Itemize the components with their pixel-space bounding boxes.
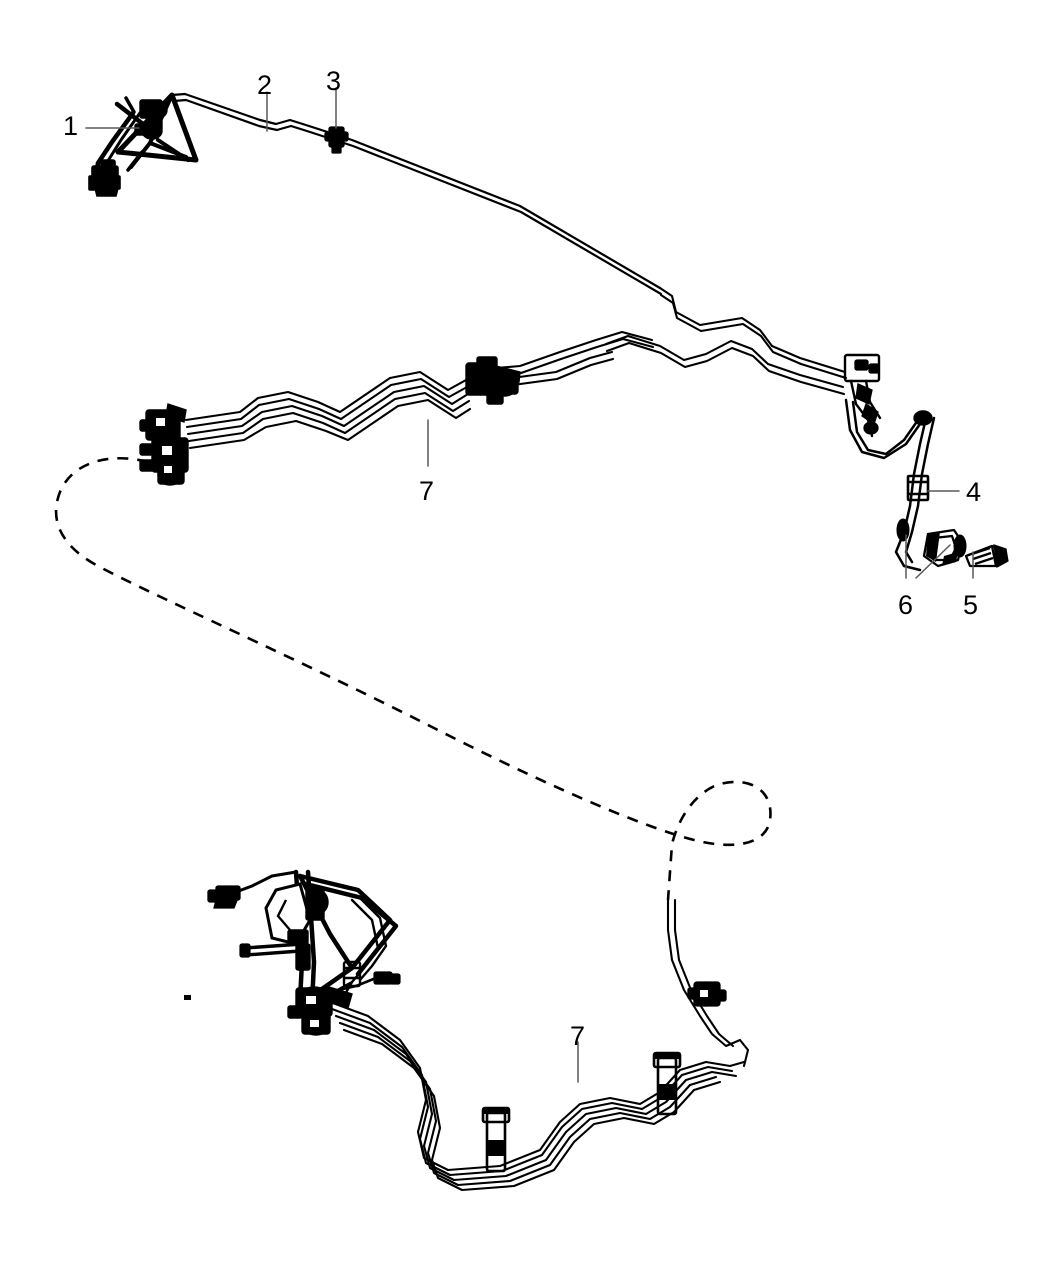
leader-6b (915, 544, 951, 579)
rear-hose-left-fitting (207, 885, 241, 909)
stray-detail-mark (184, 995, 191, 1000)
callout-label-1: 1 (63, 111, 79, 141)
callout-label-7-lower: 7 (570, 1021, 586, 1051)
callout-label-4: 4 (966, 477, 982, 507)
callout-label-2: 2 (257, 70, 273, 100)
banjo-fitting-shadow (926, 532, 958, 566)
rear-hose-pin-end (239, 943, 251, 958)
rear-junction-white-detail (306, 996, 319, 1027)
callout-label-7-upper: 7 (419, 476, 435, 506)
sealing-washer-right (953, 534, 967, 558)
rear-incoming-clip-white-detail (700, 990, 708, 997)
dashed-routing-path (54, 456, 772, 901)
front-brake-tube (170, 92, 663, 296)
rear-bundle-clip-left (481, 1106, 511, 1173)
front-hose-end-fitting (88, 159, 121, 197)
center-tube-clip-block (465, 356, 521, 405)
rear-bundle-clip-right-fill (654, 1053, 680, 1100)
rear-hose-stub-left (234, 870, 298, 894)
rear-hose-junction-fittings (854, 359, 880, 435)
callout-label-6: 6 (898, 590, 914, 620)
front-hose-upper-fitting (134, 99, 168, 140)
callout-label-3: 3 (326, 66, 342, 96)
rear-junction-block (287, 985, 353, 1036)
rear-bundle-clip-left-fill (483, 1108, 509, 1156)
rear-hose-cross-pin (243, 942, 304, 957)
sealing-washer-left (896, 518, 910, 542)
flex-hose-upper-collar (913, 410, 933, 426)
callout-label-5: 5 (963, 590, 979, 620)
callout-leader-lines (85, 87, 974, 1083)
brake-tube-bundle-rear (328, 1000, 746, 1192)
banjo-bolt-head (993, 544, 1009, 568)
flex-hose-crimp-collar (906, 474, 930, 502)
left-block-white-detail (156, 418, 172, 473)
brake-tube-bundle-front (184, 370, 472, 450)
brake-tube-retaining-clip (324, 126, 349, 154)
rear-diagonal-stub-fitting (373, 971, 401, 985)
rear-bracket-plate-detail (276, 899, 291, 931)
center-tube-bundle (510, 286, 848, 396)
